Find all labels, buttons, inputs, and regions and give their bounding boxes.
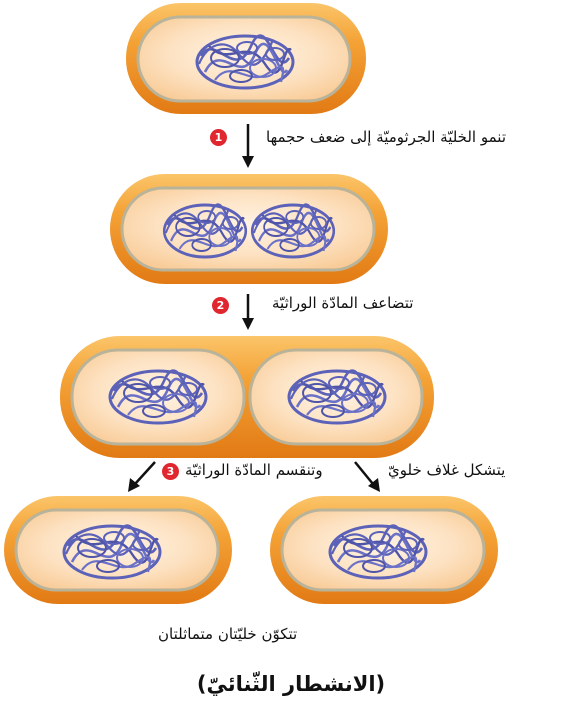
step-2-badge: 2 <box>212 297 229 314</box>
arrow-down-1 <box>242 124 254 168</box>
arrow-diagonal-left <box>128 462 155 492</box>
step-3-label-dna-division: وتنقسم المادّة الوراثيّة <box>185 461 323 479</box>
step-1-badge: 1 <box>210 129 227 146</box>
daughter-cell-right <box>270 496 498 604</box>
result-label: تتكوّن خليّتان متماثلتان <box>158 625 297 643</box>
arrow-down-2 <box>242 294 254 330</box>
step-1-label: تنمو الخليّة الجرثوميّة إلى ضعف حجمها <box>266 128 506 146</box>
bacterium-cell-1 <box>126 3 366 114</box>
arrow-diagonal-right <box>355 462 380 492</box>
step-3-badge: 3 <box>162 463 179 480</box>
diagram-title: (الانشطار الثّنائيّ) <box>0 672 582 696</box>
bacterium-cell-3-dividing <box>60 336 434 458</box>
step-3-label-cell-wall: يتشكل غلاف خلويّ <box>388 461 505 479</box>
bacterium-cell-2 <box>110 174 388 284</box>
step-2-label: تتضاعف المادّة الوراثيّة <box>272 294 413 312</box>
daughter-cell-left <box>4 496 232 604</box>
